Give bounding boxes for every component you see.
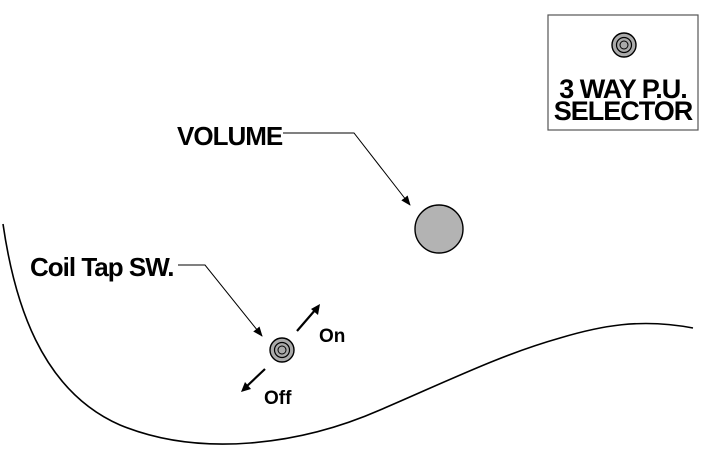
off-label: Off	[264, 388, 292, 409]
selector-title-line2: SELECTOR	[554, 96, 693, 126]
selector-switch-icon	[611, 32, 637, 58]
guitar-body-outline	[2, 223, 694, 445]
selector-title-line1: 3 WAY P.U.	[559, 74, 687, 104]
volume-knob	[414, 204, 464, 254]
on-arrow-icon	[296, 304, 320, 332]
coil-tap-label: Coil Tap SW.	[30, 252, 174, 282]
volume-leader-line	[283, 132, 411, 206]
off-arrow-icon	[241, 368, 266, 392]
on-label: On	[319, 326, 345, 347]
selector-panel: 3 WAY P.U. SELECTOR	[547, 14, 699, 131]
volume-label: VOLUME	[177, 121, 283, 151]
coil-tap-switch-icon	[269, 337, 295, 363]
coil-tap-leader-line	[178, 264, 263, 337]
